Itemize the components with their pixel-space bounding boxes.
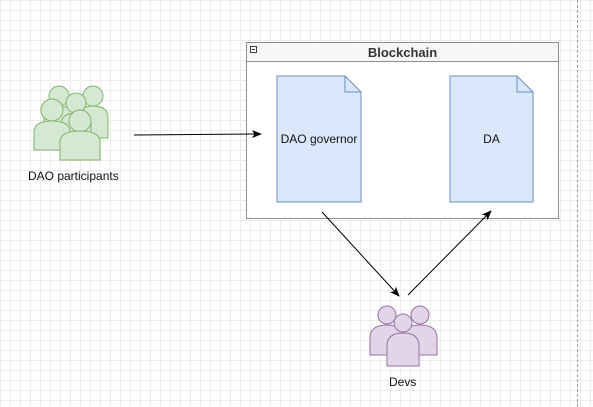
devs-to-da-arrow[interactable] xyxy=(407,210,492,296)
dao-participants-label: DAO participants xyxy=(28,169,119,183)
collapse-icon[interactable] xyxy=(250,46,257,53)
users-group-icon[interactable] xyxy=(33,85,109,161)
devs-group-icon[interactable] xyxy=(369,305,438,367)
page-boundary-guide xyxy=(577,0,578,407)
devs-label: Devs xyxy=(389,375,417,389)
participants-to-governor-arrow[interactable] xyxy=(133,130,262,139)
da-document[interactable] xyxy=(449,75,534,203)
container-header: Blockchain xyxy=(247,43,558,62)
dao-governor-document[interactable] xyxy=(276,75,362,203)
da-label: DA xyxy=(483,132,500,146)
container-title: Blockchain xyxy=(367,45,438,60)
governor-to-devs-arrow[interactable] xyxy=(321,211,400,297)
dao-governor-label: DAO governor xyxy=(280,132,358,146)
